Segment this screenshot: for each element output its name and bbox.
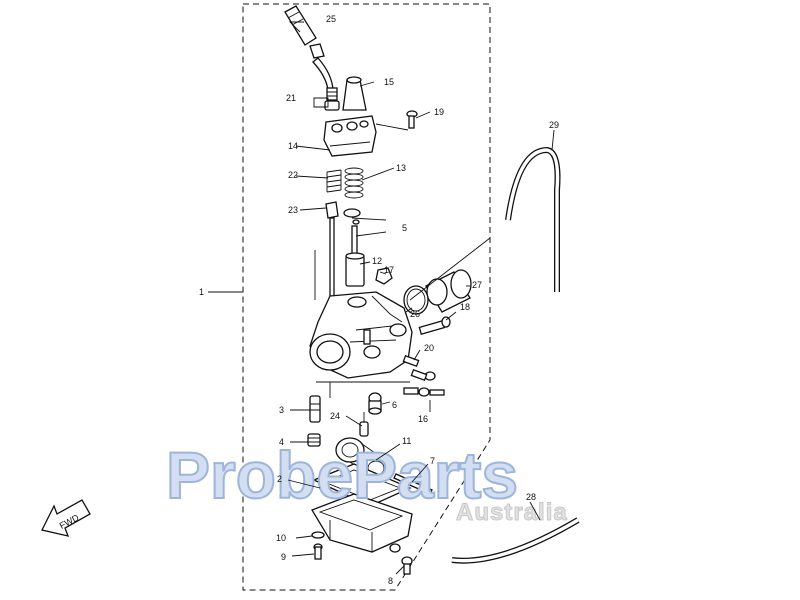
needle-valve-set (359, 412, 369, 437)
cable-boot (284, 5, 317, 46)
float-pin (393, 473, 433, 495)
screw-bottom (313, 543, 323, 560)
part-label-1: 1 (199, 287, 204, 297)
part-label-6: 6 (392, 400, 397, 410)
pilot-jet (368, 392, 382, 415)
part-label-19: 19 (434, 107, 444, 117)
part-label-21: 21 (286, 93, 296, 103)
part-label-2: 2 (277, 474, 282, 484)
part-labels: 1 2 3 4 5 6 7 8 9 10 11 12 13 14 15 16 1… (199, 14, 559, 586)
breather-pipe (505, 146, 561, 292)
washer (311, 531, 325, 539)
part-label-22: 22 (288, 170, 298, 180)
part-label-17: 17 (384, 265, 394, 275)
leader-lines (208, 21, 555, 575)
starter-plunger (325, 201, 339, 301)
throttle-valve (345, 252, 365, 287)
part-label-25: 25 (326, 14, 336, 24)
part-label-5: 5 (402, 223, 407, 233)
watermark-region: Australia (456, 499, 568, 526)
part-label-29: 29 (549, 120, 559, 130)
part-label-10: 10 (276, 533, 286, 543)
fwd-arrow: FWD (41, 499, 91, 537)
mixing-chamber-top (323, 115, 377, 157)
cable-guide-pipe (309, 43, 334, 91)
screw (406, 110, 418, 129)
adjuster (324, 87, 340, 111)
pilot-air-screw-set (403, 387, 445, 397)
part-label-12: 12 (372, 256, 382, 266)
part-label-11: 11 (402, 436, 411, 446)
clamp (403, 285, 429, 315)
spring-small (326, 169, 342, 193)
needle-clips (343, 208, 361, 255)
watermark-brand: ProbeParts (166, 438, 518, 512)
part-label-23: 23 (288, 205, 298, 215)
screw-set (402, 354, 436, 382)
overflow-pipe (451, 517, 580, 564)
part-label-15: 15 (384, 77, 394, 87)
part-label-24: 24 (330, 411, 340, 421)
joint (425, 269, 472, 313)
part-label-26: 26 (410, 309, 420, 319)
carburetor-body (309, 291, 413, 379)
drain-screw (401, 556, 413, 575)
part-label-8: 8 (388, 576, 393, 586)
part-label-3: 3 (279, 405, 284, 415)
part-label-4: 4 (279, 437, 284, 447)
part-label-27: 27 (472, 280, 482, 290)
main-jet (307, 433, 321, 447)
part-label-7: 7 (430, 456, 435, 466)
cap (342, 76, 367, 111)
part-label-16: 16 (418, 414, 428, 424)
part-label-13: 13 (396, 163, 406, 173)
part-label-18: 18 (460, 302, 470, 312)
part-label-28: 28 (526, 492, 536, 502)
throttle-spring (344, 167, 364, 199)
main-nozzle (309, 395, 321, 423)
throttle-stop-screw (418, 316, 451, 335)
part-label-20: 20 (424, 343, 434, 353)
part-label-9: 9 (281, 552, 286, 562)
part-label-14: 14 (288, 141, 298, 151)
float-chamber (311, 493, 413, 553)
assembly-boundary (242, 3, 491, 591)
